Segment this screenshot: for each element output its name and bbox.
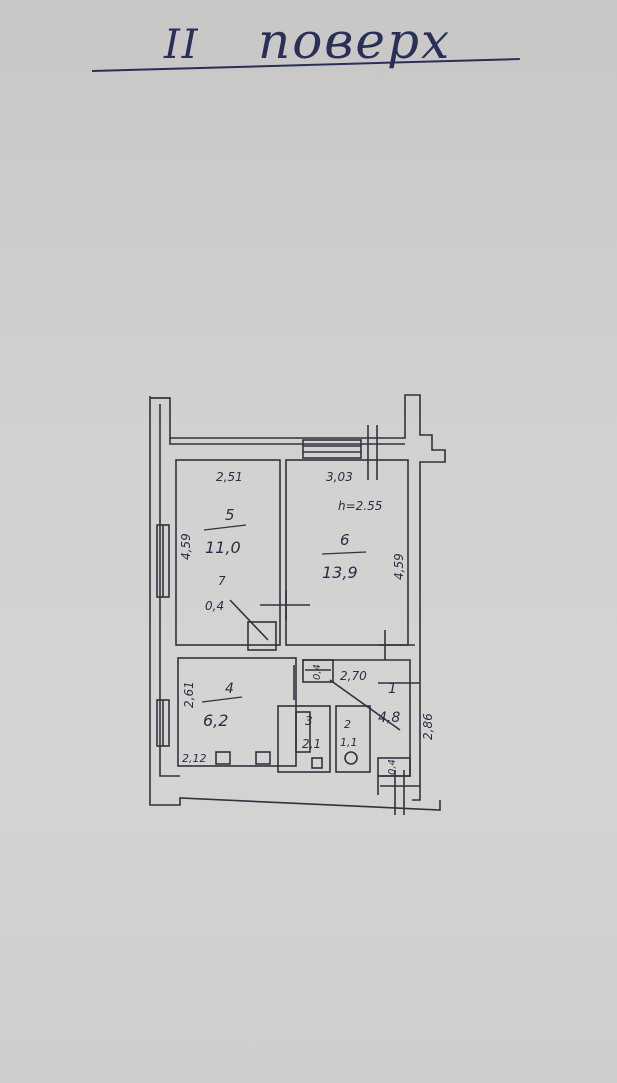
shaft-block-2 [377,757,411,777]
dim-small-a: 0,4 [312,664,323,680]
dim-room1-width: 2,70 [340,669,367,683]
room-4-number: 4 [225,681,234,697]
room-5-area: 11,0 [205,538,241,557]
room-5-fraction-bar [203,524,247,531]
room-3-outline [277,705,331,773]
room-2-outline [335,705,371,773]
room-7-number: 7 [218,574,226,588]
dim-right-side: 2,86 [421,713,435,740]
shaft-block [302,659,334,683]
room-4-area: 6,2 [203,711,228,730]
room-4-fraction-bar [201,696,243,703]
room-1-number: 1 [388,681,397,697]
room-1-area: 4,8 [378,710,400,726]
room-3-number: 3 [305,714,313,728]
room-6-fraction-bar [321,551,367,555]
dim-room4-bottom: 2,12 [182,752,207,765]
dim-room5-length: 4,59 [179,533,193,560]
outer-wall-bottom [149,398,441,811]
height-note: h=2.55 [338,499,382,513]
dim-room6-width: 3,03 [326,470,353,484]
room-7-area: 0,4 [205,599,224,613]
bathtub-symbol [295,711,311,753]
outer-corner [149,396,170,399]
room-5-number: 5 [225,506,235,524]
outer-wall-left-inner [159,404,180,777]
room-6-number: 6 [340,531,350,549]
window-top [302,439,362,459]
floor-word: поверх [258,12,452,70]
room-5-outline [175,459,281,646]
stove-symbol [215,751,231,765]
leader-7 [229,599,269,641]
outer-wall-top-right [150,394,446,801]
balcony-line [169,438,405,445]
room-3-area: 2,1 [302,737,321,751]
bath-sink-symbol [311,757,323,769]
floor-number: II [164,22,200,68]
dim-room4-width: 2,61 [182,681,196,708]
toilet-symbol [344,751,358,765]
dim-room5-width: 2,51 [216,470,243,484]
room-6-area: 13,9 [322,563,358,582]
floor-title: II поверх [140,8,560,98]
dim-small-b: 0,4 [387,759,398,775]
room-2-area: 1,1 [340,736,358,749]
sink-symbol [255,751,271,765]
room-2-number: 2 [344,718,351,731]
leader-1 [329,679,401,731]
room-6-outline [285,459,409,646]
closet-7-outline [247,621,277,651]
dim-room6-length: 4,59 [392,553,406,580]
